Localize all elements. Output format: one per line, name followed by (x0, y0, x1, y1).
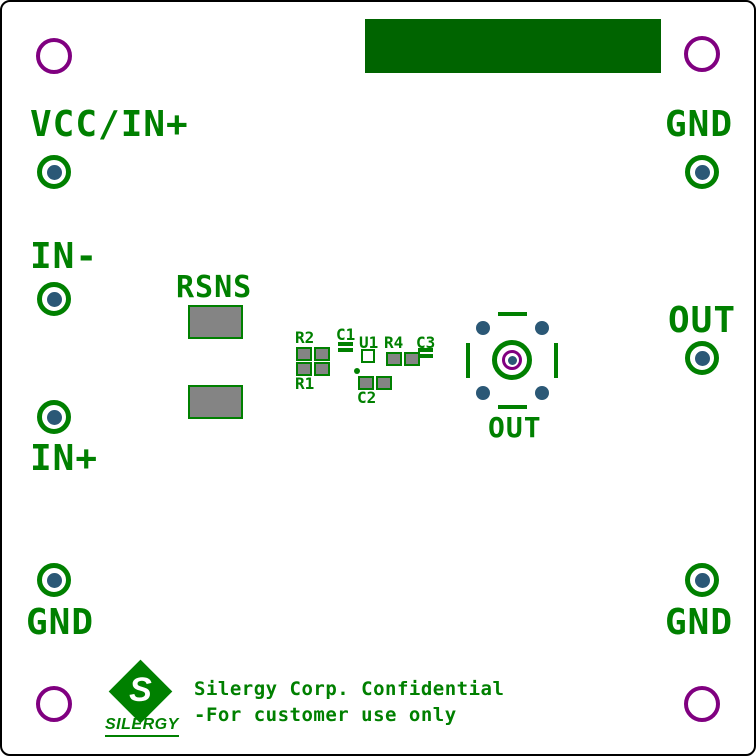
out-outline-left (466, 343, 470, 378)
pad-vcc-in-plus (37, 155, 71, 189)
drill-hole (46, 164, 62, 180)
drill-hole (694, 350, 710, 366)
ic-u1-pin1-marker (354, 368, 360, 374)
label-vcc-in-plus: VCC/IN+ (30, 104, 189, 145)
out-outline-top (498, 312, 527, 316)
out-outline-bottom (498, 405, 527, 409)
silergy-logo-letter: S (129, 670, 152, 709)
resistor-r4 (386, 352, 420, 366)
out-mount-hole-bottom-left (476, 386, 490, 400)
pad-gnd-bottom-left (37, 563, 71, 597)
refdes-c3: C3 (416, 333, 436, 352)
mounting-hole-top-right (684, 36, 720, 72)
out-center-drill (507, 355, 517, 365)
out-center-ring (502, 350, 522, 370)
refdes-r2: R2 (295, 328, 315, 347)
pad-in-plus (37, 400, 71, 434)
drill-hole (694, 164, 710, 180)
pad-gnd-top-right (685, 155, 719, 189)
resistor-r2 (296, 347, 330, 361)
refdes-r4: R4 (384, 333, 404, 352)
silergy-logo-text: SILERGY (105, 716, 179, 737)
mounting-hole-top-left (36, 38, 72, 74)
resistor-r1 (296, 362, 330, 376)
mounting-hole-bottom-right (684, 686, 720, 722)
pad-in-minus (37, 282, 71, 316)
refdes-c1: C1 (336, 325, 356, 344)
chip-pad (296, 362, 312, 376)
label-out-center: OUT (488, 411, 542, 444)
capacitor-c2 (358, 376, 392, 390)
refdes-r1: R1 (295, 374, 315, 393)
pad-gnd-bottom-right (685, 563, 719, 597)
chip-pad (418, 354, 433, 358)
label-in-minus: IN- (30, 236, 99, 277)
chip-pad (314, 362, 330, 376)
pad-out-right (685, 341, 719, 375)
drill-hole (46, 572, 62, 588)
chip-pad (338, 348, 353, 352)
label-out-right: OUT (668, 300, 737, 341)
label-gnd-bottom-left: GND (26, 602, 95, 643)
out-mount-hole-top-right (535, 321, 549, 335)
chip-pad (418, 348, 433, 352)
footer-confidential-line1: Silergy Corp. Confidential (194, 678, 505, 700)
drill-hole (46, 291, 62, 307)
chip-pad (296, 347, 312, 361)
chip-pad (314, 347, 330, 361)
drill-hole (46, 409, 62, 425)
chip-pad (338, 342, 353, 346)
refdes-c2: C2 (357, 388, 377, 407)
out-outline-right (554, 343, 558, 378)
out-mount-hole-bottom-right (535, 386, 549, 400)
label-gnd-bottom-right: GND (665, 602, 734, 643)
label-rsns: RSNS (176, 270, 253, 305)
chip-pad (376, 376, 392, 390)
capacitor-c3 (418, 348, 433, 358)
ic-u1-body (361, 349, 375, 363)
refdes-u1: U1 (359, 333, 379, 352)
label-in-plus: IN+ (30, 438, 99, 479)
rsns-pad-top (188, 305, 243, 339)
chip-pad (386, 352, 402, 366)
chip-pad (404, 352, 420, 366)
capacitor-c1 (338, 342, 353, 352)
rsns-pad-bottom (188, 385, 243, 419)
label-gnd-top-right: GND (665, 104, 734, 145)
connector-strip (365, 19, 661, 73)
out-mount-hole-top-left (476, 321, 490, 335)
mounting-hole-bottom-left (36, 686, 72, 722)
chip-pad (358, 376, 374, 390)
footer-confidential-line2: -For customer use only (194, 704, 457, 726)
drill-hole (694, 572, 710, 588)
out-center-pad (492, 340, 532, 380)
